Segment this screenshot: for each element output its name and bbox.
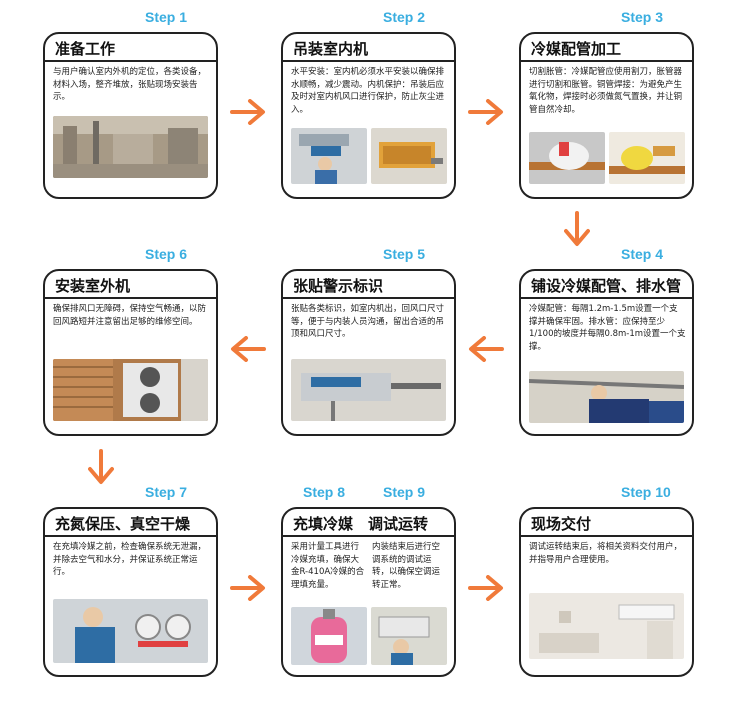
arrow-right-icon — [468, 99, 504, 125]
divider — [45, 297, 216, 299]
step-7-photo — [53, 599, 208, 663]
arrow-right-icon — [230, 575, 266, 601]
arrow-down-icon — [88, 449, 114, 485]
step-5-photo — [291, 359, 446, 421]
arrow-right-icon — [468, 575, 504, 601]
step-5-label: Step 5 — [383, 246, 426, 262]
step-2-title: 吊装室内机 — [293, 40, 369, 58]
step-6-title: 安装室外机 — [55, 277, 131, 295]
step-3-desc: 切割胀管：冷媒配管应使用割刀，胀管器进行切割和胀管。铜管焊接：为避免产生氧化物，… — [529, 67, 683, 115]
step-2-card: 吊装室内机 水平安装：室内机必须水平安装以确保排水顺畅，减少震动。内机保护：吊装… — [281, 32, 456, 199]
divider — [45, 60, 216, 62]
step-9-desc: 内装结束后进行空调系统的调试运转，以确保空调运转正常。 — [372, 542, 441, 590]
arrow-left-icon — [468, 336, 504, 362]
step-7-desc: 在充填冷媒之前，检查确保系统无泄漏，并除去空气和水分，并保证系统正常运行。 — [53, 542, 207, 577]
step-6-desc: 确保排风口无障碍，保持空气畅通，以防回风路短并注意留出足够的维修空间。 — [53, 304, 207, 327]
step-4-photo — [529, 371, 684, 423]
step-9-label: Step 9 — [383, 484, 426, 500]
step-6-label: Step 6 — [145, 246, 188, 262]
step-9-photo — [371, 607, 447, 665]
step-5-title: 张贴警示标识 — [293, 277, 384, 295]
step-1-label: Step 1 — [145, 9, 188, 25]
divider — [283, 535, 454, 537]
step-6-photo — [53, 359, 208, 421]
step-4-label: Step 4 — [621, 246, 664, 262]
step-3-label: Step 3 — [621, 9, 664, 25]
arrow-left-icon — [230, 336, 266, 362]
step-6-card: 安装室外机 确保排风口无障碍，保持空气畅通，以防回风路短并注意留出足够的维修空间… — [43, 269, 218, 436]
step-4-title: 铺设冷媒配管、排水管 — [531, 277, 682, 295]
step-1-title: 准备工作 — [55, 40, 116, 58]
divider — [283, 297, 454, 299]
divider — [521, 60, 692, 62]
step-8-9-card: 充填冷媒 调试运转 采用计量工具进行冷媒充填，确保大金R-410A冷媒的合理填充… — [281, 507, 456, 677]
step-7-title: 充氮保压、真空干燥 — [55, 515, 191, 533]
step-10-card: 现场交付 调试运转结束后，将相关资料交付用户，并指导用户合理使用。 — [519, 507, 694, 677]
step-5-desc: 张贴各类标识，如室内机出，回风口尺寸等，便于与内装人员沟通，留出合适的吊顶和风口… — [291, 304, 445, 339]
step-4-desc: 冷媒配管：每隔1.2m-1.5m设置一个支撑并确保牢固。排水管：应保持至少1/1… — [529, 304, 686, 352]
step-3-title: 冷媒配管加工 — [531, 40, 622, 58]
step-8-9-title: 充填冷媒 调试运转 — [293, 515, 429, 533]
step-4-card: 铺设冷媒配管、排水管 冷媒配管：每隔1.2m-1.5m设置一个支撑并确保牢固。排… — [519, 269, 694, 436]
step-3-photo-left — [529, 132, 605, 184]
step-1-photo — [53, 116, 208, 178]
step-10-desc: 调试运转结束后，将相关资料交付用户，并指导用户合理使用。 — [529, 542, 683, 565]
step-2-label: Step 2 — [383, 9, 426, 25]
step-10-photo — [529, 593, 684, 659]
step-8-desc: 采用计量工具进行冷媒充填，确保大金R-410A冷媒的合理填充量。 — [291, 542, 365, 590]
step-10-label: Step 10 — [621, 484, 671, 500]
step-2-desc: 水平安装：室内机必须水平安装以确保排水顺畅，减少震动。内机保护：吊装后应及时对室… — [291, 67, 445, 115]
step-8-photo — [291, 607, 367, 665]
step-1-desc: 与用户确认室内外机的定位，各类设备，材料入场，整齐堆放，张贴现场安装告示。 — [53, 67, 207, 102]
divider — [521, 297, 692, 299]
step-3-photo-right — [609, 132, 685, 184]
arrow-down-icon — [564, 211, 590, 247]
divider — [521, 535, 692, 537]
step-5-card: 张贴警示标识 张贴各类标识，如室内机出，回风口尺寸等，便于与内装人员沟通，留出合… — [281, 269, 456, 436]
step-8-label: Step 8 — [303, 484, 346, 500]
step-2-photo-left — [291, 128, 367, 184]
step-10-title: 现场交付 — [531, 515, 592, 533]
divider — [283, 60, 454, 62]
step-2-photo-right — [371, 128, 447, 184]
step-7-card: 充氮保压、真空干燥 在充填冷媒之前，检查确保系统无泄漏，并除去空气和水分，并保证… — [43, 507, 218, 677]
arrow-right-icon — [230, 99, 266, 125]
step-3-card: 冷媒配管加工 切割胀管：冷媒配管应使用割刀，胀管器进行切割和胀管。铜管焊接：为避… — [519, 32, 694, 199]
step-7-label: Step 7 — [145, 484, 188, 500]
divider — [45, 535, 216, 537]
step-1-card: 准备工作 与用户确认室内外机的定位，各类设备，材料入场，整齐堆放，张贴现场安装告… — [43, 32, 218, 199]
